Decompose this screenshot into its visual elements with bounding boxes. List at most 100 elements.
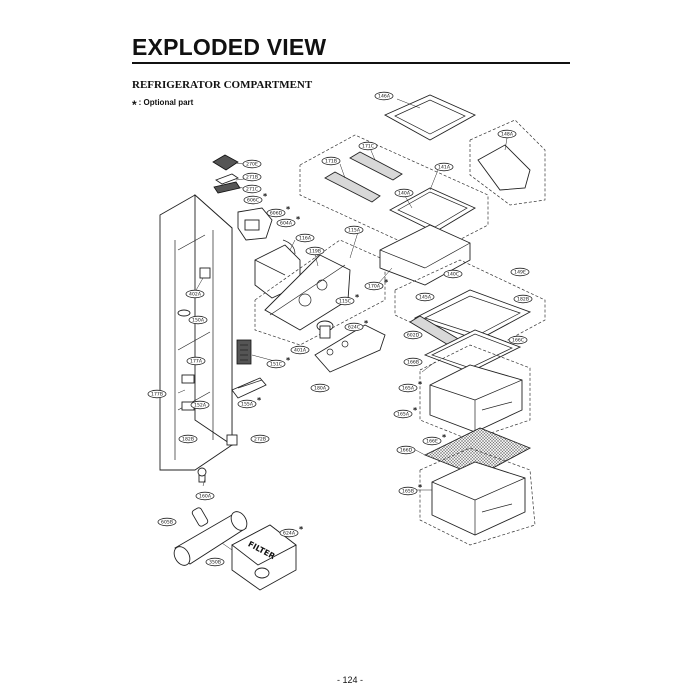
optional-mark: * bbox=[132, 98, 137, 112]
svg-text:*: * bbox=[286, 356, 291, 365]
callout-166C: 166C bbox=[508, 335, 528, 345]
svg-text:148A: 148A bbox=[501, 132, 514, 138]
group-outline-crisper bbox=[419, 344, 531, 441]
svg-text:605B: 605B bbox=[161, 520, 173, 526]
svg-text:165B: 165B bbox=[402, 489, 414, 495]
svg-text:270E: 270E bbox=[246, 162, 258, 168]
svg-text:*: * bbox=[442, 433, 447, 442]
svg-text:165A: 165A bbox=[402, 386, 415, 392]
svg-text:624A: 624A bbox=[283, 531, 296, 537]
svg-text:119B: 119B bbox=[309, 249, 321, 255]
callout-141A: 141A bbox=[434, 162, 454, 172]
callout-350B: 350B bbox=[205, 557, 225, 567]
filter-cartridge bbox=[173, 507, 248, 566]
top-glass-shelf bbox=[383, 94, 477, 141]
callout-624A: 624A* bbox=[279, 525, 304, 538]
svg-text:116A: 116A bbox=[299, 236, 312, 242]
upper-shelf-rails bbox=[324, 151, 403, 203]
callout-150A: 150A bbox=[188, 315, 208, 325]
svg-text:166E: 166E bbox=[426, 439, 438, 445]
lower-drawer bbox=[431, 461, 526, 536]
callout-140A: 140A bbox=[394, 188, 414, 198]
svg-text:166B: 166B bbox=[407, 360, 419, 366]
svg-text:401A: 401A bbox=[294, 348, 307, 354]
callout-606C: 606C * bbox=[243, 192, 268, 205]
page-number: - 124 - bbox=[336, 675, 363, 685]
bracket-parts bbox=[212, 154, 296, 255]
svg-text:140C: 140C bbox=[447, 272, 459, 278]
grid-part bbox=[236, 339, 252, 365]
ice-tray-assembly bbox=[264, 254, 351, 331]
callout-605B: 605B bbox=[157, 517, 177, 527]
callout-115C: 115C* bbox=[335, 293, 360, 306]
svg-text:624C: 624C bbox=[348, 325, 360, 331]
svg-text:*: * bbox=[364, 319, 369, 328]
callout-624C: 624C * bbox=[344, 319, 369, 332]
middle-glass-shelf bbox=[409, 289, 532, 347]
svg-text:272B: 272B bbox=[254, 437, 266, 443]
svg-text:402A: 402A bbox=[189, 292, 202, 298]
callout-166E: 166E * bbox=[422, 433, 447, 446]
callout-146A: 146A bbox=[374, 91, 394, 101]
callout-166B: 166B bbox=[403, 357, 423, 367]
callout-402A: 402A bbox=[185, 289, 205, 299]
title-rule bbox=[132, 62, 570, 64]
svg-text:*: * bbox=[257, 396, 262, 405]
crisper-cover bbox=[423, 329, 522, 373]
svg-text:115A: 115A bbox=[348, 228, 361, 234]
group-outline-middle bbox=[394, 259, 546, 356]
svg-text:140A: 140A bbox=[398, 191, 411, 197]
callout-148A: 148A bbox=[497, 129, 517, 139]
callout-145A: 145A bbox=[415, 292, 435, 302]
callout-171C: 171C bbox=[358, 141, 378, 151]
svg-text:*: * bbox=[299, 525, 304, 534]
svg-text:606C: 606C bbox=[247, 198, 259, 204]
svg-text:604A: 604A bbox=[280, 221, 293, 227]
callout-271C: 271C bbox=[242, 184, 262, 194]
callout-170A: 170A* bbox=[364, 278, 389, 291]
svg-text:165A: 165A bbox=[397, 412, 410, 418]
callout-180A: 180A bbox=[310, 383, 330, 393]
upper-glass-shelf bbox=[389, 187, 476, 233]
knob-part bbox=[316, 320, 334, 339]
svg-text:606D: 606D bbox=[270, 211, 283, 217]
svg-text:*: * bbox=[384, 278, 389, 287]
svg-text:*: * bbox=[263, 192, 268, 201]
group-outline-upper bbox=[299, 134, 489, 256]
page-title: EXPLODED VIEW bbox=[132, 34, 327, 60]
svg-text:171B: 171B bbox=[325, 159, 337, 165]
callout-171B: 171B bbox=[321, 156, 341, 166]
svg-text:*: * bbox=[286, 205, 291, 214]
callout-271B: 271B bbox=[242, 172, 262, 182]
svg-text:271C: 271C bbox=[246, 187, 258, 193]
callout-149E: 149E bbox=[510, 267, 530, 277]
svg-text:350B: 350B bbox=[209, 560, 221, 566]
small-hardware bbox=[177, 267, 238, 483]
callout-401A: 401A bbox=[290, 345, 310, 355]
callout-152A: 152A bbox=[190, 400, 210, 410]
callout-606D: 606D* bbox=[266, 205, 291, 218]
callout-182B-lower: 182B bbox=[178, 434, 198, 444]
svg-text:271B: 271B bbox=[246, 175, 258, 181]
svg-text:*: * bbox=[418, 380, 423, 389]
svg-text:141A: 141A bbox=[438, 165, 451, 171]
callout-140C: 140C bbox=[443, 269, 463, 279]
roller-part bbox=[231, 377, 267, 399]
svg-text:151C: 151C bbox=[270, 362, 282, 368]
callout-602D: 602D bbox=[403, 330, 423, 340]
svg-text:*: * bbox=[418, 483, 423, 492]
callout-160A: 160A bbox=[195, 491, 215, 501]
callout-166D: 166D bbox=[396, 445, 416, 455]
callout-270E: 270E bbox=[242, 159, 262, 169]
callout-165A: 165A* bbox=[398, 380, 423, 393]
svg-text:182B: 182B bbox=[182, 437, 194, 443]
callout-165B: 165B * bbox=[398, 483, 423, 496]
svg-text:177B: 177B bbox=[151, 392, 163, 398]
leader-lines bbox=[177, 98, 508, 551]
cabinet-wall bbox=[159, 193, 233, 471]
svg-text:*: * bbox=[413, 406, 418, 415]
svg-text:170A: 170A bbox=[368, 284, 381, 290]
callout-177B: 177B bbox=[147, 389, 167, 399]
svg-text:180A: 180A bbox=[314, 386, 327, 392]
